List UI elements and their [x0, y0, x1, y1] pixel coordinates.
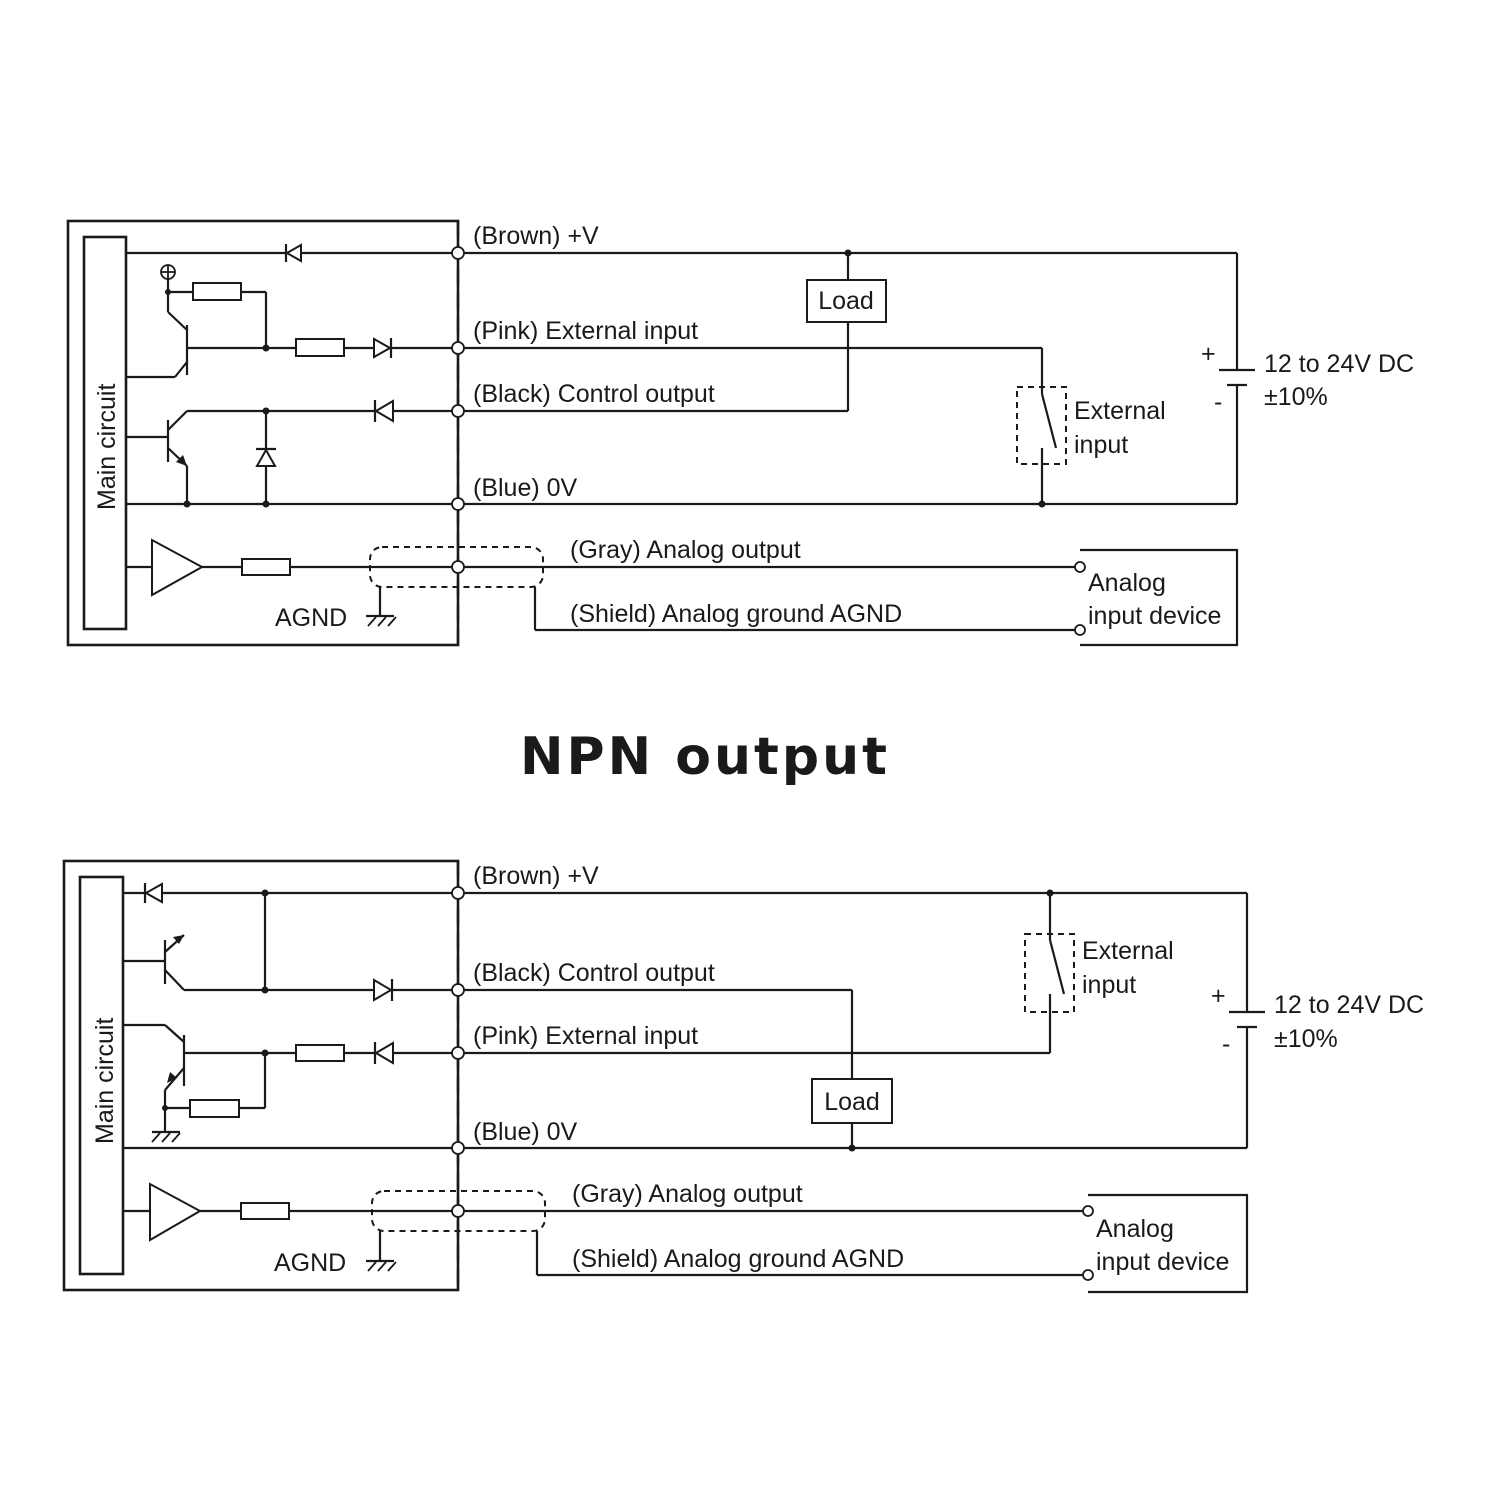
- load-label-bottom: Load: [824, 1088, 880, 1116]
- gray-label-bottom: (Gray) Analog output: [572, 1180, 803, 1208]
- bottom-diagram: Main circuit (Brown) +V (Black): [62, 859, 1424, 1294]
- blue-label-top: (Blue) 0V: [473, 474, 578, 502]
- analog-device-label-top-1: Analog: [1088, 569, 1166, 597]
- input-transistor-top: [126, 264, 296, 379]
- main-circuit-block-top: [82, 235, 128, 631]
- external-input-label-bottom-1: External: [1082, 937, 1174, 965]
- supply-label-top-2: ±10%: [1264, 383, 1328, 411]
- terminal-brown-bottom: [451, 886, 465, 900]
- shield-bottom: [366, 1190, 1088, 1277]
- terminal-gray-top: [451, 560, 465, 574]
- gray-label-top: (Gray) Analog output: [570, 536, 801, 564]
- terminal-gray-bottom: [451, 1204, 465, 1218]
- shield-label-top: (Shield) Analog ground AGND: [570, 600, 902, 628]
- brown-label-bottom: (Brown) +V: [473, 862, 599, 890]
- diode-brown-bottom: [143, 882, 163, 904]
- external-input-label-top-1: External: [1074, 397, 1166, 425]
- plus-sign-top: +: [1201, 340, 1216, 368]
- plus-sign-bottom: +: [1211, 982, 1226, 1010]
- terminal-blue-bottom: [451, 1141, 465, 1155]
- black-label-top: (Black) Control output: [473, 380, 715, 408]
- supply-label-bottom-2: ±10%: [1274, 1025, 1338, 1053]
- pink-label-top: (Pink) External input: [473, 317, 698, 345]
- brown-label-top: (Brown) +V: [473, 222, 599, 250]
- terminal-brown-top: [451, 246, 465, 260]
- resistor-pink-top: [295, 338, 345, 357]
- load-box-bottom: [811, 1078, 893, 1124]
- power-supply-bottom: [1229, 893, 1265, 1148]
- power-supply-top: [1219, 253, 1255, 504]
- pink-label-bottom: (Pink) External input: [473, 1022, 698, 1050]
- blue-label-bottom: (Blue) 0V: [473, 1118, 578, 1146]
- shield-top: [366, 546, 1080, 632]
- npn-output-title: NPN output: [520, 727, 890, 787]
- supply-label-top-1: 12 to 24V DC: [1264, 350, 1414, 378]
- analog-device-label-bottom-1: Analog: [1096, 1215, 1174, 1243]
- analog-amplifier-top: [126, 538, 1080, 597]
- terminal-black-bottom: [451, 983, 465, 997]
- diode-pink-top: [373, 337, 393, 359]
- terminal-black-top: [451, 404, 465, 418]
- resistor-pink-bottom: [295, 1044, 345, 1062]
- agnd-label-bottom: AGND: [274, 1249, 346, 1277]
- supply-label-bottom-1: 12 to 24V DC: [1274, 991, 1424, 1019]
- top-diagram: Main circuit (Brown) +V: [66, 219, 1414, 647]
- analog-device-label-bottom-2: input device: [1096, 1248, 1229, 1276]
- minus-sign-top: -: [1214, 388, 1222, 416]
- output-transistor-bottom: [123, 893, 269, 994]
- terminal-pink-top: [451, 341, 465, 355]
- external-input-switch-bottom: [1024, 893, 1075, 1053]
- analog-device-label-top-2: input device: [1088, 602, 1221, 630]
- input-transistor-bottom: [123, 1023, 269, 1143]
- external-input-label-bottom-2: input: [1082, 971, 1136, 999]
- main-circuit-label-top: Main circuit: [93, 384, 121, 510]
- sensor-housing-bottom: [62, 859, 460, 1292]
- diode-black-bottom: [373, 978, 394, 1002]
- diode-brown-top: [284, 243, 302, 263]
- output-transistor-top: [126, 407, 277, 508]
- minus-sign-bottom: -: [1222, 1030, 1230, 1058]
- external-input-switch-top: [1016, 348, 1067, 508]
- agnd-label-top: AGND: [275, 604, 347, 632]
- diode-pink-bottom: [373, 1041, 394, 1065]
- analog-amplifier-bottom: [123, 1182, 1088, 1242]
- load-box-top: [806, 279, 887, 323]
- analog-input-device-top: [1074, 548, 1239, 647]
- analog-input-device-bottom: [1082, 1193, 1249, 1294]
- load-label-top: Load: [818, 287, 874, 315]
- terminal-pink-bottom: [451, 1046, 465, 1060]
- sensor-housing-top: [66, 219, 460, 647]
- diode-black-top: [373, 399, 394, 423]
- main-circuit-block-bottom: [78, 875, 125, 1276]
- shield-label-bottom: (Shield) Analog ground AGND: [572, 1245, 904, 1273]
- black-label-bottom: (Black) Control output: [473, 959, 715, 987]
- main-circuit-label-bottom: Main circuit: [91, 1018, 119, 1144]
- external-input-label-top-2: input: [1074, 431, 1128, 459]
- terminal-blue-top: [451, 497, 465, 511]
